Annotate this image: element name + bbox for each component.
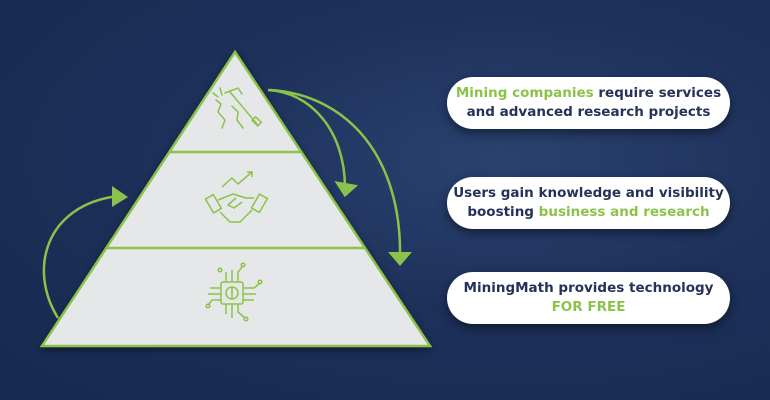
pyramid xyxy=(39,49,433,348)
box1-highlight: Mining companies xyxy=(455,85,594,101)
ai-chip-brain-icon xyxy=(205,262,263,322)
info-box-miningmath: MiningMath provides technology FOR FREE xyxy=(447,272,730,324)
box3-highlight: FOR FREE xyxy=(551,299,626,315)
handshake-growth-icon xyxy=(204,171,269,223)
box1-text: require services xyxy=(593,85,722,101)
info-box-users-gain: Users gain knowledge and visibility boos… xyxy=(447,177,730,229)
arrow-top-to-bottom xyxy=(269,88,402,259)
pickaxe-rock-icon xyxy=(212,87,263,129)
info-box-mining-companies: Mining companies require services and ad… xyxy=(447,77,730,129)
box2-line2: boosting business and research xyxy=(467,203,709,222)
box1-line1: Mining companies require services xyxy=(456,84,721,103)
box2-text: boosting xyxy=(467,204,539,220)
arrow-bottom-to-middle xyxy=(42,194,119,319)
arrow-head-left xyxy=(112,186,128,207)
arrow-head-bottom xyxy=(388,252,412,266)
box3-line1: MiningMath provides technology xyxy=(463,280,714,296)
box2-line1: Users gain knowledge and visibility xyxy=(453,185,724,201)
arrow-head-middle xyxy=(334,181,359,198)
box2-highlight: business and research xyxy=(538,204,710,220)
box1-line2: and advanced research projects xyxy=(466,104,711,120)
